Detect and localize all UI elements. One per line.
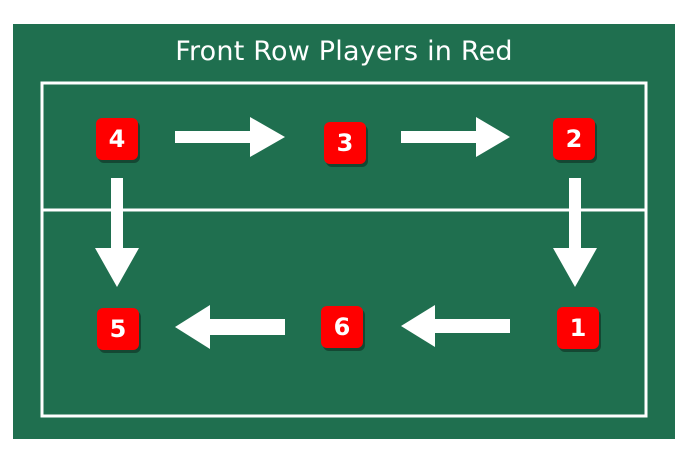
player-5: 5 xyxy=(97,308,139,350)
player-1: 1 xyxy=(557,307,599,349)
arrow-4-to-5 xyxy=(95,178,139,287)
player-6: 6 xyxy=(321,306,363,348)
court-boundary xyxy=(40,81,648,418)
volleyball-court xyxy=(13,24,675,439)
arrow-6-to-5 xyxy=(175,305,285,349)
diagram-title: Front Row Players in Red xyxy=(175,36,513,67)
arrow-2-to-1 xyxy=(553,178,597,287)
arrow-1-to-6 xyxy=(401,305,510,347)
player-3: 3 xyxy=(324,122,366,164)
player-4: 4 xyxy=(96,118,138,160)
player-2: 2 xyxy=(553,118,595,160)
arrow-4-to-3 xyxy=(175,117,285,157)
arrow-3-to-2 xyxy=(401,117,510,157)
